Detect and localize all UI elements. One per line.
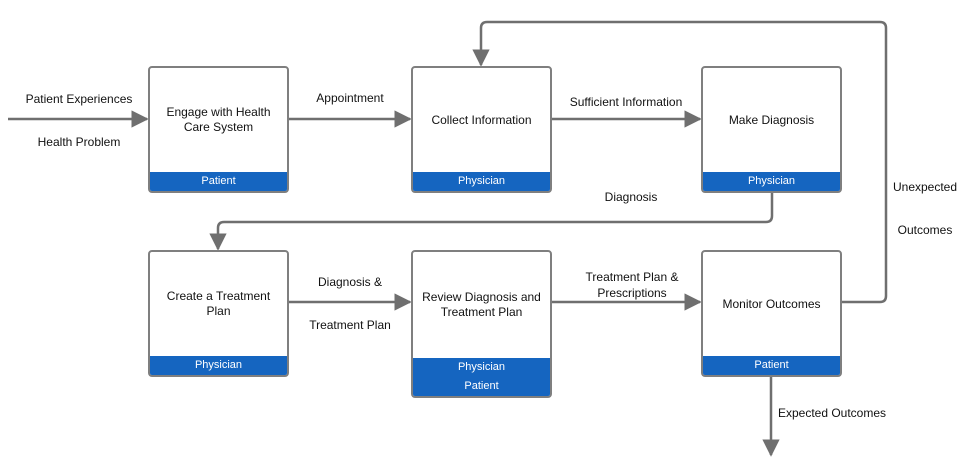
node-make-diagnosis: Make Diagnosis Physician [701,66,842,193]
arrow-diagnose-to-treatment-plan [209,193,774,251]
role-badge: Patient [413,377,550,396]
label-treatment-plan: Treatment Plan [309,318,391,332]
role-badge: Patient [703,356,840,375]
label-expected-outcomes: Expected Outcomes [777,406,887,420]
label-treatment-plan-and: Treatment Plan & [585,270,679,284]
role-badge: Physician [703,172,840,191]
label-diagnosis: Diagnosis [604,190,658,204]
label-appointment: Appointment [316,91,384,105]
node-review-diagnosis-and-treatment-plan: Review Diagnosis and Treatment Plan Phys… [411,250,552,398]
arrow-monitor-unexpected-to-collect [472,20,888,304]
node-title: Engage with Health Care System [166,105,271,134]
node-title: Collect Information [431,112,532,127]
label-unexpected: Unexpected [892,180,958,194]
label-prescriptions: Prescriptions [597,286,667,300]
label-sufficient-information: Sufficient Information [569,95,683,109]
label-outcomes: Outcomes [897,223,953,237]
role-badge: Physician [150,356,287,375]
node-title: Monitor Outcomes [722,296,821,311]
node-collect-information: Collect Information Physician [411,66,552,193]
node-title: Make Diagnosis [728,112,815,127]
role-badge: Physician [413,358,550,377]
node-create-treatment-plan: Create a Treatment Plan Physician [148,250,289,377]
node-engage-with-health-care-system: Engage with Health Care System Patient [148,66,289,193]
role-badge: Physician [413,172,550,191]
node-title: Create a Treatment Plan [166,289,271,318]
label-patient-experiences: Patient Experiences [25,92,133,106]
node-title: Review Diagnosis and Treatment Plan [422,290,541,319]
label-diagnosis-and: Diagnosis & [317,275,383,289]
node-monitor-outcomes: Monitor Outcomes Patient [701,250,842,377]
role-badge: Patient [150,172,287,191]
label-health-problem: Health Problem [37,135,121,149]
